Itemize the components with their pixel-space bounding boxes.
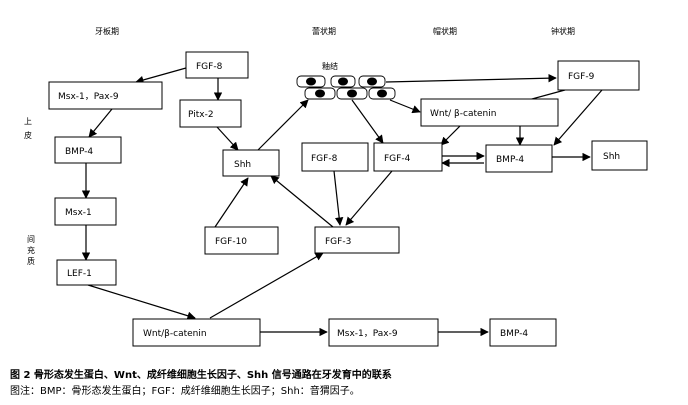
node-bmp4-left: BMP-4: [54, 136, 122, 164]
node-label: BMP-4: [496, 155, 524, 165]
arrow-lef1-to-wnt: [87, 284, 196, 320]
node-msx1-pax9-bottom: Msx-1，Pax-9: [328, 318, 439, 347]
arrow-fgf8mid-to-fgf3: [333, 170, 344, 226]
enamel-knot-label: 釉结: [322, 61, 338, 71]
stage-bud: 蕾状期: [312, 26, 336, 36]
node-fgf9: FGF-9: [557, 60, 640, 91]
node-label: FGF-9: [568, 72, 595, 82]
side-label-mesenchyme-3: 质: [27, 256, 35, 266]
node-label: FGF-3: [325, 237, 351, 247]
knot-nucleus: [338, 77, 348, 86]
side-label-epithelium-2: 皮: [24, 130, 32, 140]
stage-dental-lamina: 牙板期: [95, 26, 119, 36]
node-label: FGF-4: [384, 154, 411, 164]
node-wnt-bcatenin-bottom: Wnt/β-catenin: [132, 318, 261, 347]
arrow-knot-to-fgf9: [385, 73, 557, 83]
arrow-fgf9-to-bmp4: [553, 89, 603, 146]
node-bmp4-bottom: BMP-4: [489, 318, 557, 347]
node-fgf8-top: FGF-8: [185, 51, 249, 79]
node-label: FGF-8: [196, 62, 223, 72]
node-msx1-pax9-top: Msx-1，Pax-9: [48, 81, 163, 110]
node-label: Wnt/ β-catenin: [430, 109, 496, 119]
figure-caption-title: 图 2 骨形态发生蛋白、Wnt、成纤维细胞生长因子、Shh 信号通路在牙发育中的…: [10, 370, 392, 381]
knot-nucleus: [306, 77, 316, 86]
node-label: FGF-10: [215, 237, 247, 247]
knot-nucleus: [315, 89, 325, 98]
node-label: LEF-1: [67, 269, 92, 279]
knot-nucleus: [367, 77, 377, 86]
node-bmp4-right: BMP-4: [485, 144, 553, 173]
node-label: Shh: [603, 152, 620, 162]
arrow-fgf4-to-fgf3: [345, 170, 393, 226]
node-label: FGF-8: [311, 154, 338, 164]
node-lef1: LEF-1: [56, 259, 117, 286]
node-fgf3: FGF-3: [314, 226, 400, 254]
node-label: Msx-1，Pax-9: [337, 329, 398, 339]
arrow-wnt-to-fgf3: [209, 252, 324, 319]
stage-cap: 帽状期: [433, 26, 457, 36]
node-label: Wnt/β-catenin: [143, 329, 207, 339]
node-pitx2: Pitx-2: [179, 99, 242, 128]
arrow-wnt-to-fgf4: [440, 125, 461, 146]
node-label: BMP-4: [500, 329, 528, 339]
node-label: Msx-1: [65, 208, 92, 218]
node-shh-right: Shh: [591, 140, 648, 171]
stage-bell: 钟状期: [551, 26, 575, 36]
knot-nucleus: [347, 89, 357, 98]
arrow-pitx2-to-shh: [216, 126, 239, 151]
arrow-knot-to-wnt: [389, 99, 421, 114]
arrow-fgf8-to-msx1pax9: [135, 67, 187, 85]
node-fgf8-mid: FGF-8: [301, 142, 369, 172]
enamel-knot-cluster: 釉结: [296, 61, 396, 100]
node-wnt-bcatenin-top: Wnt/ β-catenin: [420, 98, 559, 127]
arrow-msx1pax9-to-bmp4: [88, 108, 113, 138]
arrow-fgf10-to-shh: [214, 177, 249, 228]
side-label-epithelium-1: 上: [24, 117, 32, 126]
side-label-mesenchyme-1: 间: [27, 235, 35, 244]
arrow-knot-to-fgf4: [351, 99, 384, 144]
node-shh-mid: Shh: [222, 149, 280, 177]
node-fgf4: FGF-4: [373, 142, 443, 172]
node-label: Pitx-2: [188, 110, 214, 120]
node-label: Shh: [234, 160, 251, 170]
node-label: BMP-4: [65, 147, 93, 157]
node-msx1: Msx-1: [54, 197, 117, 226]
node-label: Msx-1，Pax-9: [58, 92, 119, 102]
arrow-shh-to-knot: [257, 99, 309, 151]
figure-caption-note: 图注：BMP：骨形态发生蛋白；FGF：成纤维细胞生长因子；Shh：音猬因子。: [10, 386, 360, 397]
side-label-mesenchyme-2: 充: [27, 245, 35, 255]
node-fgf10: FGF-10: [204, 226, 279, 255]
arrow-fgf3-to-shh: [270, 175, 334, 228]
knot-nucleus: [377, 89, 387, 98]
